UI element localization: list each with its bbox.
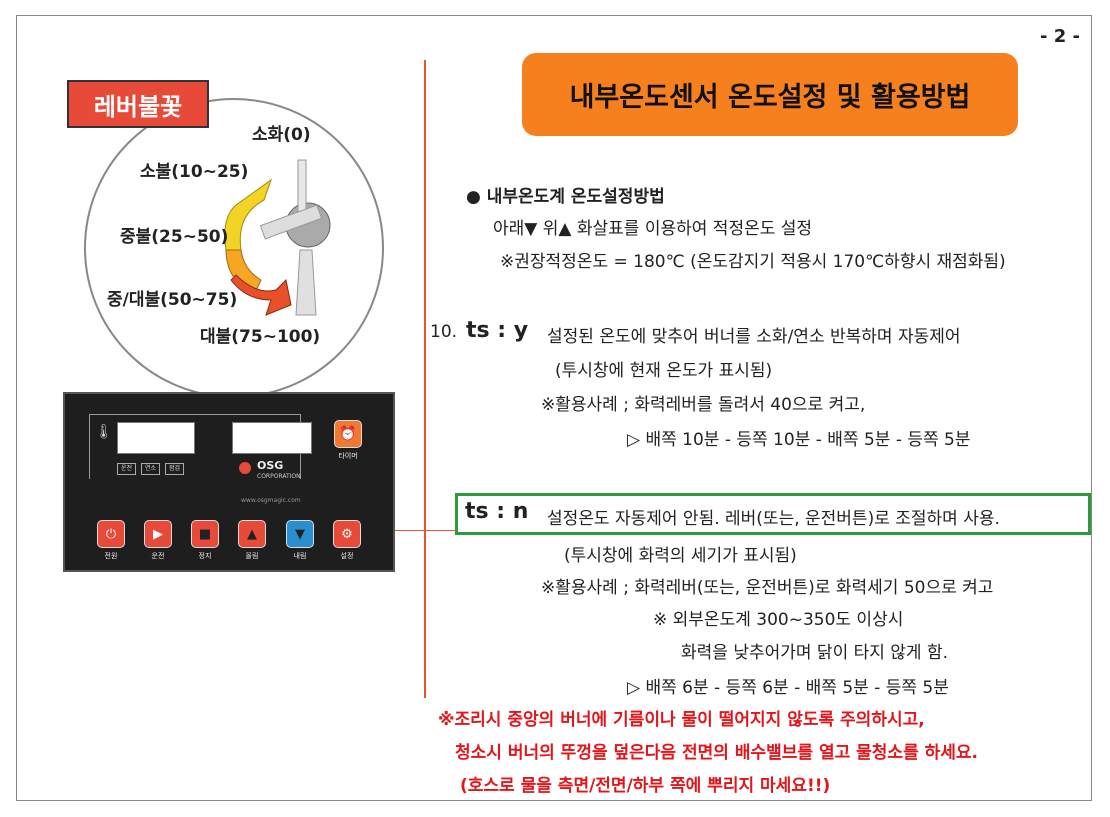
section-heading: ● 내부온도계 온도설정방법 xyxy=(466,187,665,207)
timer-button[interactable]: ⏰ xyxy=(334,420,362,448)
arrow-up-icon: ▲ xyxy=(247,526,257,542)
status-indicator-check: 점검 xyxy=(165,463,185,475)
flame-level-low: 소불(10~25) xyxy=(140,162,249,182)
ts-n-note: (투시창에 화력의 세기가 표시됨) xyxy=(564,546,797,566)
divider-line xyxy=(424,60,426,698)
ts-y-note: (투시창에 현재 온도가 표시됨) xyxy=(555,361,773,381)
ts-y-desc: 설정된 온도에 맞추어 버너를 소화/연소 반복하며 자동제어 xyxy=(547,327,961,347)
play-icon: ▶ xyxy=(153,526,163,542)
temperature-display xyxy=(117,422,195,454)
flame-level-off: 소화(0) xyxy=(252,125,311,145)
osg-logo-icon xyxy=(239,462,251,474)
run-button[interactable]: ▶ xyxy=(144,520,172,548)
ts-y-example: ※활용사례 ; 화력레버를 돌려서 40으로 켜고, xyxy=(541,395,866,415)
arrow-down-icon: ▼ xyxy=(295,526,305,542)
ts-n-sequence: ▷ 배쪽 6분 - 등쪽 6분 - 배쪽 5분 - 등쪽 5분 xyxy=(627,678,949,698)
ts-y-sequence: ▷ 배쪽 10분 - 등쪽 10분 - 배쪽 5분 - 등쪽 5분 xyxy=(627,430,971,450)
down-button[interactable]: ▼ xyxy=(286,520,314,548)
power-label: 전원 xyxy=(104,552,118,560)
up-button[interactable]: ▲ xyxy=(238,520,266,548)
power-display xyxy=(232,422,312,454)
ts-n-outer-note-2: 화력을 낮추어가며 닭이 타지 않게 함. xyxy=(681,643,949,663)
warning-line-1: ※조리시 중앙의 버너에 기름이나 물이 떨어지지 않도록 주의하시고, xyxy=(438,710,925,730)
lever-flame-graphic xyxy=(224,159,331,316)
warning-line-2: 청소시 버너의 뚜껑을 덮은다음 전면의 배수밸브를 열고 물청소를 하세요. xyxy=(455,743,979,763)
lever-diagram xyxy=(84,98,384,398)
ts-n-outer-note: ※ 외부온도계 300~350도 이상시 xyxy=(653,610,904,630)
flame-level-high: 대불(75~100) xyxy=(200,327,321,347)
settings-label: 설정 xyxy=(340,552,354,560)
ts-n-code: ts : n xyxy=(465,499,529,524)
up-label: 올림 xyxy=(245,552,259,560)
power-icon: ⏻ xyxy=(105,526,117,542)
section-line-1: 아래▼ 위▲ 화살표를 이용하여 적정온도 설정 xyxy=(493,219,813,239)
section-line-2: ※권장적정온도 = 180℃ (온도감지기 적용시 170℃하향시 재점화됨) xyxy=(500,252,1006,272)
stop-icon: ■ xyxy=(198,526,212,542)
flame-level-medium-high: 중/대불(50~75) xyxy=(107,290,238,310)
warning-line-3: (호스로 물을 측면/전면/하부 쪽에 뿌리지 마세요!!) xyxy=(460,776,831,796)
website-text: www.osgmagic.com xyxy=(241,497,301,504)
title-banner: 내부온도센서 온도설정 및 활용방법 xyxy=(522,53,1018,136)
status-indicator-run: 운전 xyxy=(117,463,137,475)
down-label: 내림 xyxy=(293,552,307,560)
connector-line xyxy=(395,530,455,531)
power-button[interactable]: ⏻ xyxy=(97,520,125,548)
gear-icon: ⚙ xyxy=(341,526,353,542)
lever-flame-label: 레버불꽃 xyxy=(67,80,209,128)
ts-y-code: ts : y xyxy=(466,318,529,343)
brand-sub: CORPORATION xyxy=(257,473,301,480)
page-frame xyxy=(16,15,1092,801)
page-number: - 2 - xyxy=(1040,26,1080,47)
ts-y-number: 10. xyxy=(430,322,458,342)
control-panel: 🌡 운전 연소 점검 ⏰ 타이머 OSG CORPORATION www.osg… xyxy=(63,392,395,572)
alarm-clock-icon: ⏰ xyxy=(339,426,357,442)
stop-label: 정지 xyxy=(198,552,212,560)
ts-n-highlight-box xyxy=(455,493,1091,535)
page-title: 내부온도센서 온도설정 및 활용방법 xyxy=(569,82,971,113)
stop-button[interactable]: ■ xyxy=(191,520,219,548)
brand-name: OSG xyxy=(257,459,284,472)
timer-label: 타이머 xyxy=(338,452,358,460)
ts-n-example: ※활용사례 ; 화력레버(또는, 운전버튼)로 화력세기 50으로 켜고 xyxy=(541,578,994,598)
ts-n-desc: 설정온도 자동제어 안됨. 레버(또는, 운전버튼)로 조절하며 사용. xyxy=(547,509,1000,529)
thermometer-icon: 🌡 xyxy=(95,424,113,440)
status-indicator-burn: 연소 xyxy=(141,463,161,475)
run-label: 운전 xyxy=(151,552,165,560)
flame-level-medium: 중불(25~50) xyxy=(120,227,229,247)
bullet-icon: ● xyxy=(466,187,481,207)
settings-button[interactable]: ⚙ xyxy=(333,520,361,548)
